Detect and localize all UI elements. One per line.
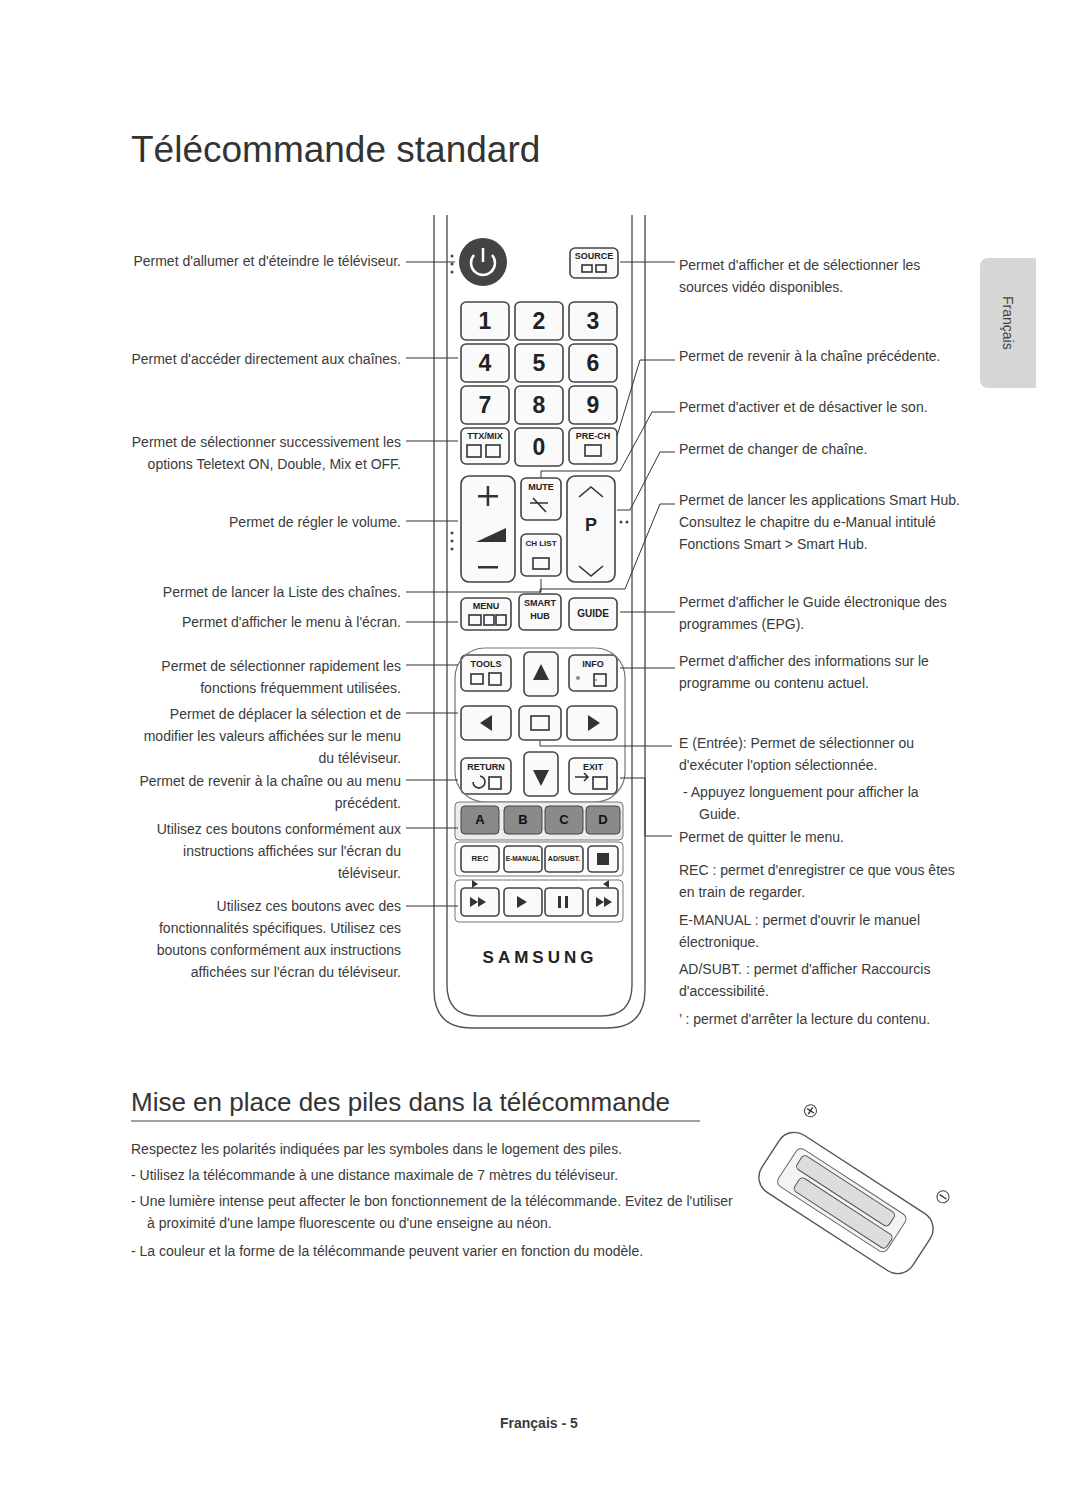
- callout-text: Permet d'afficher des informations sur l…: [679, 650, 959, 694]
- callout-text: - La couleur et la forme de la télécomma…: [131, 1240, 751, 1262]
- callout-text: E-MANUAL : permet d'ouvrir le manuel éle…: [679, 909, 959, 953]
- button-label: 5: [515, 344, 563, 382]
- button-label: B: [504, 806, 542, 834]
- callout-text: Utilisez ces boutons avec des fonctionna…: [126, 895, 401, 983]
- button-label: REC: [461, 846, 499, 872]
- callout-text: Permet d'allumer et d'éteindre le télévi…: [126, 250, 401, 272]
- callout-text: Permet de lancer la Liste des chaînes.: [126, 581, 401, 603]
- button-label: TOOLS: [461, 658, 511, 671]
- callout-text: Permet de changer de chaîne.: [679, 438, 959, 460]
- callout-text: - Appuyez longuement pour afficher la Gu…: [683, 781, 953, 825]
- button-label: 3: [569, 302, 617, 340]
- button-label: CH LIST: [521, 537, 561, 565]
- language-tab: Français: [980, 258, 1036, 388]
- button-label: C: [545, 806, 583, 834]
- button-label: GUIDE: [569, 598, 617, 630]
- callout-text: AD/SUBT. : permet d'afficher Raccourcis …: [679, 958, 959, 1002]
- button-label: A: [461, 806, 499, 834]
- button-label: 7: [461, 386, 509, 424]
- button-label: SOURCE: [570, 250, 618, 262]
- callout-text: Permet de déplacer la sélection et de mo…: [126, 703, 401, 769]
- button-label: MUTE: [521, 481, 561, 494]
- button-label: PRE-CH: [569, 430, 617, 443]
- button-label: 1: [461, 302, 509, 340]
- section-heading: Mise en place des piles dans la télécomm…: [131, 1086, 751, 1118]
- callout-text: - Utilisez la télécommande à une distanc…: [131, 1164, 751, 1186]
- callout-text: Permet d'afficher le Guide électronique …: [679, 591, 959, 635]
- page-title: Télécommande standard: [131, 128, 540, 172]
- button-label: 4: [461, 344, 509, 382]
- button-label: SAMSUNG: [456, 946, 624, 970]
- callout-text: Permet d'activer et de désactiver le son…: [679, 396, 959, 418]
- button-label: MENU: [461, 600, 511, 613]
- callout-text: Permet de revenir à la chaîne précédente…: [679, 345, 964, 367]
- callout-text: Permet de revenir à la chaîne ou au menu…: [126, 770, 401, 814]
- button-label: 8: [515, 386, 563, 424]
- button-label: RETURN: [461, 761, 511, 774]
- button-label: D: [586, 806, 620, 834]
- button-label: AD/SUBT.: [545, 846, 583, 872]
- button-label: P: [567, 514, 615, 536]
- callout-text: Respectez les polarités indiquées par le…: [131, 1138, 751, 1160]
- callout-text: Permet de sélectionner rapidement les fo…: [126, 655, 401, 699]
- callout-text: Permet de régler le volume.: [126, 511, 401, 533]
- button-label: SMART HUB: [519, 597, 561, 625]
- callout-text: Permet de quitter le menu.: [679, 826, 959, 848]
- button-label: EXIT: [569, 761, 617, 774]
- page-footer: Français - 5: [500, 1412, 578, 1434]
- callout-text: Permet d'afficher et de sélectionner les…: [679, 254, 959, 298]
- button-label: TTX/MIX: [461, 430, 509, 443]
- callout-text: E (Entrée): Permet de sélectionner ou d'…: [679, 732, 959, 776]
- callout-text: Permet de lancer les applications Smart …: [679, 489, 964, 555]
- button-label: 0: [515, 428, 563, 466]
- callout-text: Permet de sélectionner successivement le…: [126, 431, 401, 475]
- button-label: INFO: [569, 658, 617, 671]
- callout-text: ’ : permet d'arrêter la lecture du conte…: [679, 1008, 959, 1030]
- callout-text: - Une lumière intense peut affecter le b…: [131, 1190, 736, 1234]
- callout-text: Permet d'afficher le menu à l'écran.: [126, 611, 401, 633]
- button-label: E-MANUAL: [504, 846, 542, 872]
- button-label: 9: [569, 386, 617, 424]
- callout-text: Utilisez ces boutons conformément aux in…: [126, 818, 401, 884]
- button-label: 2: [515, 302, 563, 340]
- tab-text: Français: [999, 296, 1017, 350]
- button-label: 6: [569, 344, 617, 382]
- callout-text: Permet d'accéder directement aux chaînes…: [126, 348, 401, 370]
- callout-text: REC : permet d'enregistrer ce que vous ê…: [679, 859, 959, 903]
